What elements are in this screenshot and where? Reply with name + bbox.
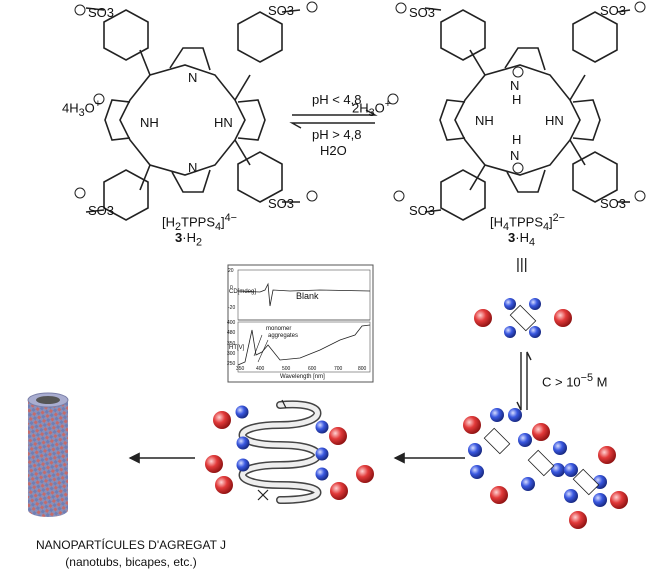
left-sulfonate-bottom-left: SO3 (88, 203, 115, 218)
right-nplus-bottom: N (510, 148, 520, 163)
left-counterion: 4H3O+ (62, 98, 102, 119)
inset-x-tick-5: 800 (358, 366, 367, 372)
helix-assembly (205, 399, 374, 504)
inset-bottom-ylabel: HT[V] (229, 345, 245, 351)
equilibrium-backward-label: pH > 4,8 (312, 127, 362, 142)
inset-top-ylabel: CD[mdeg] (229, 289, 257, 295)
concentration-label: C > 10−5 M (542, 372, 608, 390)
aggregate-cluster (463, 408, 628, 529)
inset-bottom-tick-1: 480 (227, 330, 236, 336)
inset-top-tick-0: 20 (228, 268, 234, 274)
left-sulfonate-bottom-right: SO3 (268, 196, 295, 211)
ht-trace (237, 324, 371, 366)
inset-top-tick-1: 0 (230, 285, 233, 291)
nanotube (27, 392, 69, 517)
left-n-top: N (188, 70, 198, 85)
right-compound-name: [H4TPPS4]2− (490, 212, 566, 233)
left-nh-label: NH (140, 115, 159, 130)
caption-line1: NANOPARTÍCULES D'AGREGAT J (35, 538, 227, 552)
right-porphyrin (424, 7, 631, 221)
left-sulfonate-top-right: SO3 (268, 3, 295, 18)
inset-xlabel: Wavelength [nm] (280, 374, 325, 380)
right-sulfonate-bottom-left: SO3 (409, 203, 436, 218)
inset-bottom-tick-2: 350 (227, 341, 236, 347)
right-nplus-top: N (510, 78, 520, 93)
right-h-top: H (512, 92, 522, 107)
inset-blank-label: Blank (296, 291, 319, 301)
left-porphyrin (85, 7, 301, 221)
right-sulfonate-top-left: SO3 (409, 5, 436, 20)
left-compound-number: 3·H2 (175, 230, 202, 249)
left-hn-label: HN (214, 115, 233, 130)
left-sulfonate-top-left: SO3 (88, 5, 115, 20)
right-counterion: 2H3O+ (352, 98, 392, 119)
inset-x-tick-2: 500 (282, 366, 291, 372)
left-n-bottom: N (188, 160, 198, 175)
cd-trace (237, 282, 371, 307)
inset-x-tick-0: 350 (236, 366, 245, 372)
inset-bottom-tick-3: 300 (227, 351, 236, 357)
inset-bottom-tick-0: 400 (227, 320, 236, 326)
inset-x-tick-1: 400 (256, 366, 265, 372)
vertical-equilibrium-arrows (516, 351, 532, 411)
inset-x-tick-4: 700 (334, 366, 343, 372)
equilibrium-forward-label: pH < 4,8 (312, 92, 362, 107)
charge-circles (74, 1, 646, 202)
monomer-cluster (474, 298, 572, 338)
right-sulfonate-bottom-right: SO3 (600, 196, 627, 211)
equilibrium-reagent: H2O (320, 143, 347, 158)
inset-annotation-aggregates: aggregates (268, 333, 299, 339)
caption-line2: (nanotubs, bicapes, etc.) (65, 555, 197, 569)
right-hn-label: HN (545, 113, 564, 128)
inset-bottom-tick-4: 250 (227, 361, 236, 367)
inset-plot (227, 264, 374, 383)
left-compound-name: [H2TPPS4]4− (162, 212, 238, 233)
inset-annotation-monomer: monomer (266, 326, 292, 332)
inset-top-tick-2: -20 (228, 305, 236, 311)
inset-x-tick-3: 600 (308, 366, 317, 372)
right-h-bottom: H (512, 132, 522, 147)
right-nh-label: NH (475, 113, 494, 128)
right-sulfonate-top-right: SO3 (600, 3, 627, 18)
right-compound-number: 3·H4 (508, 230, 535, 249)
equivalence-sign: ||| (516, 256, 528, 273)
equilibrium-arrows (289, 109, 378, 129)
